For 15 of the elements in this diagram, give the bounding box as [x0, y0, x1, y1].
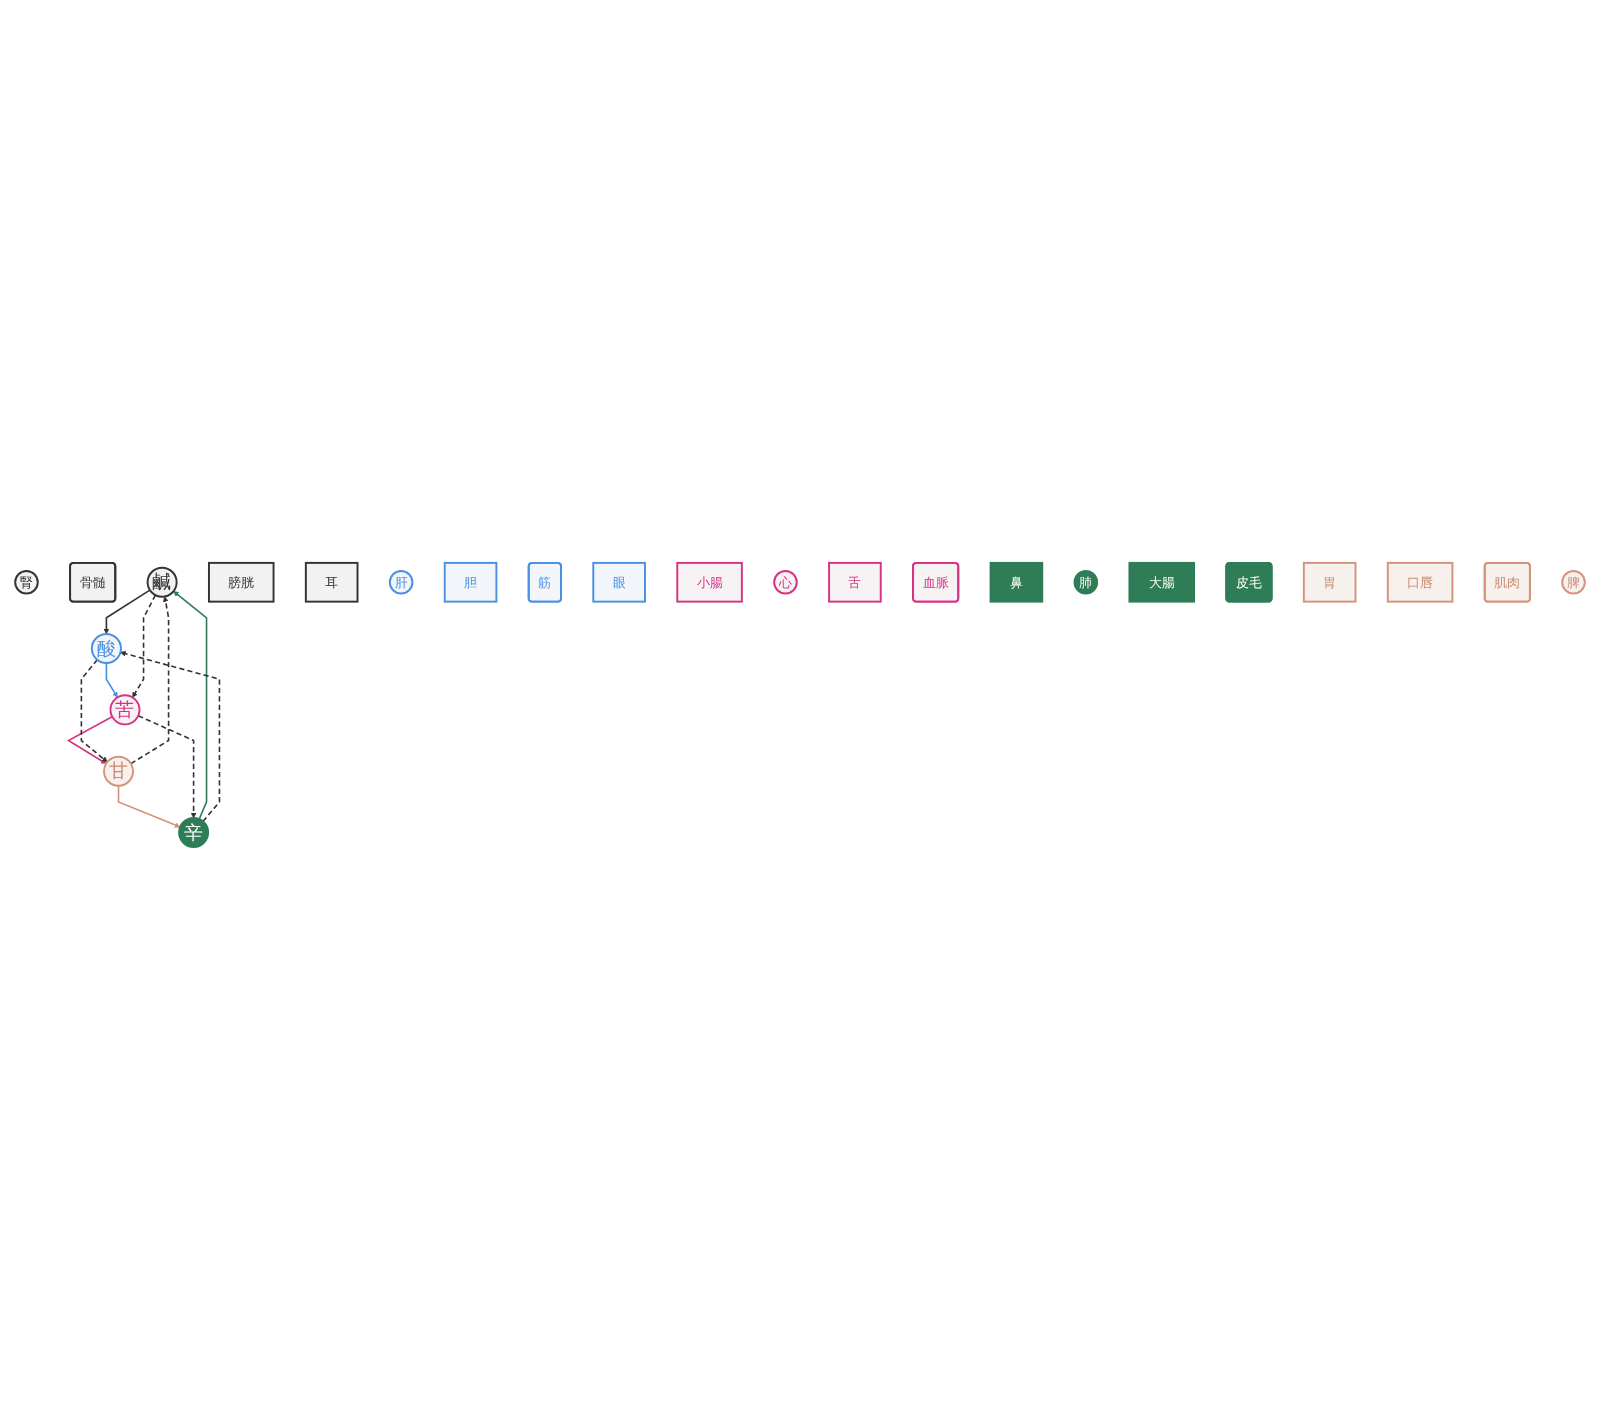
node-circle: 苦	[109, 694, 141, 726]
node-circle: 酸	[90, 633, 122, 664]
arrow	[66, 715, 113, 764]
node-circle: 甘	[103, 755, 134, 787]
arrow	[137, 714, 197, 819]
arrow	[80, 658, 108, 763]
arrow	[103, 589, 151, 635]
arrow	[132, 594, 157, 698]
arrow	[120, 650, 221, 823]
arrow	[105, 662, 118, 698]
node-circle: 辛	[178, 817, 210, 849]
arrow	[117, 784, 181, 828]
arrow	[173, 591, 208, 820]
node-circle: 鹹	[146, 566, 178, 598]
arrow	[130, 596, 170, 765]
